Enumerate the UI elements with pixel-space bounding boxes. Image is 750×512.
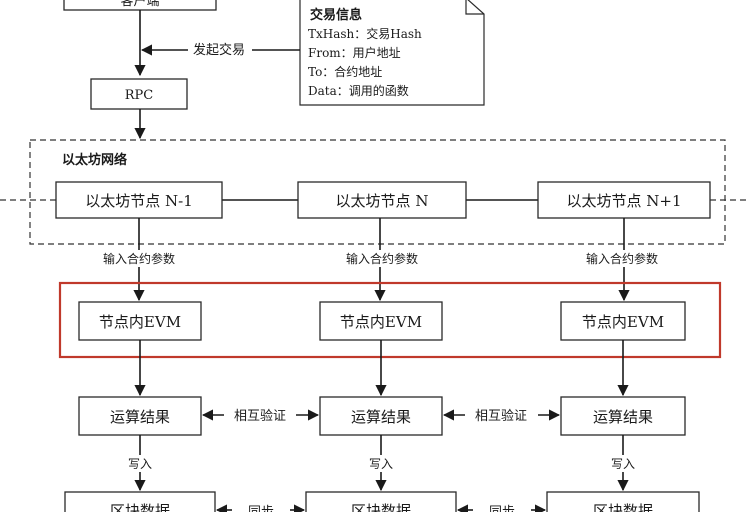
tx-info-line-4: Data：调用的函数	[308, 83, 409, 98]
evm-label-2: 节点内EVM	[340, 313, 422, 331]
write-label-bg-2	[363, 455, 399, 472]
tx-info-title: 交易信息	[310, 7, 362, 23]
result-label-2: 运算结果	[351, 408, 411, 426]
verify-label-2: 相互验证	[475, 408, 527, 424]
tx-info-line-2: From：用户地址	[308, 45, 401, 60]
evm-label-1: 节点内EVM	[99, 313, 181, 331]
node-n-label: 以太坊节点 N	[336, 192, 429, 210]
verify-label-1: 相互验证	[234, 408, 286, 424]
node-n-minus-1-label: 以太坊节点 N-1	[85, 192, 193, 210]
result-box-3	[560, 396, 686, 436]
write-label-2: 写入	[369, 457, 393, 471]
node-n-box	[297, 181, 467, 219]
rpc-box	[90, 78, 188, 110]
input-params-label-2: 输入合约参数	[346, 251, 418, 266]
result-label-3: 运算结果	[593, 408, 653, 426]
block-data-box-3	[546, 491, 700, 512]
sync-label-2: 同步	[489, 505, 515, 512]
input-label-bg-3	[570, 250, 674, 267]
block-data-label-3: 区块数据	[593, 502, 653, 512]
client-label: 客户端	[120, 0, 159, 9]
write-label-bg-1	[122, 455, 158, 472]
tx-info-line-3: To：合约地址	[308, 64, 382, 79]
node-n-plus-1-box	[537, 181, 711, 219]
result-label-1: 运算结果	[110, 408, 170, 426]
sync-label-1: 同步	[248, 505, 274, 512]
tx-info-line-1: TxHash：交易Hash	[308, 26, 422, 41]
evm-highlight-frame	[58, 281, 722, 359]
node-n-plus-1-label: 以太坊节点 N+1	[566, 192, 681, 210]
write-label-3: 写入	[611, 457, 635, 471]
tx-info-note	[299, 0, 485, 106]
input-params-label-1: 输入合约参数	[103, 251, 175, 266]
evm-box-1	[78, 301, 202, 341]
ethereum-network-region	[29, 139, 726, 245]
result-box-1	[78, 396, 202, 436]
evm-box-2	[319, 301, 443, 341]
input-label-bg-1	[88, 250, 192, 267]
block-data-label-1: 区块数据	[110, 502, 170, 512]
node-n-minus-1-box	[55, 181, 223, 219]
block-data-box-2	[305, 491, 457, 512]
write-label-1: 写入	[128, 457, 152, 471]
send-tx-label: 发起交易	[193, 42, 245, 58]
evm-label-3: 节点内EVM	[582, 313, 664, 331]
input-params-label-3: 输入合约参数	[586, 251, 658, 266]
result-box-2	[319, 396, 443, 436]
block-data-label-2: 区块数据	[351, 502, 411, 512]
note-fold	[465, 0, 484, 15]
rpc-label: RPC	[125, 88, 154, 103]
block-data-box-1	[64, 491, 216, 512]
write-label-bg-3	[605, 455, 641, 472]
input-label-bg-2	[330, 250, 434, 267]
network-title: 以太坊网络	[62, 152, 127, 168]
